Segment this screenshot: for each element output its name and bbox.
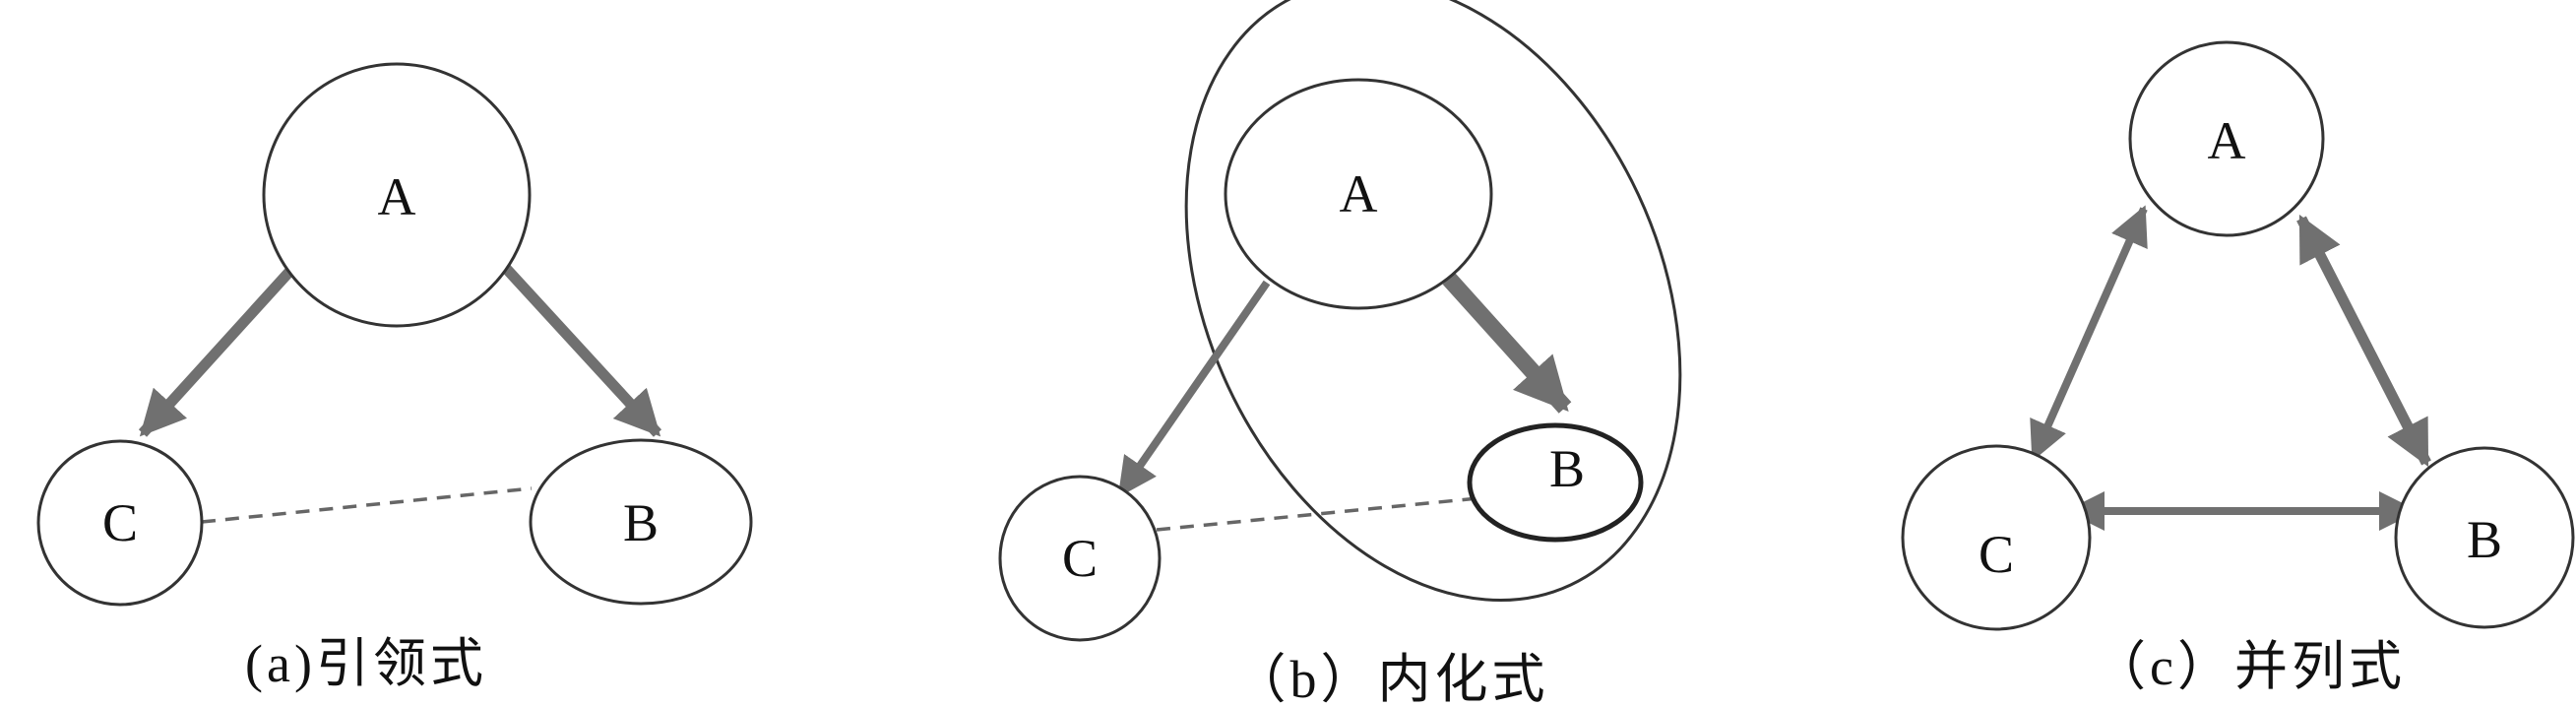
panel-b-node-c-label: C (1062, 529, 1098, 588)
panel-c-arrow-a-c (2030, 205, 2148, 462)
panel-b-node-a (1224, 78, 1493, 310)
panel-c-node-b (2394, 446, 2575, 629)
panel-b-arrow-a-to-b (1442, 273, 1572, 414)
panel-a-node-a-label: A (378, 167, 416, 226)
panel-c-node-a (2128, 40, 2325, 237)
panel-a-caption: (a)引领式 (245, 634, 487, 693)
panel-a-weak-link-c-b (201, 486, 533, 524)
panel-b-node-b (1467, 422, 1644, 543)
panel-c-node-c-label: C (1979, 525, 2014, 584)
panel-b-node-a-label: A (1340, 164, 1378, 224)
panel-c-node-c (1901, 444, 2092, 631)
panel-b-enclosing-boundary (1184, 0, 1682, 602)
panel-c-node-a-label: A (2208, 111, 2246, 170)
panel-b-node-b-label: B (1549, 439, 1585, 498)
panel-c-caption: （c）并列式 (2093, 637, 2406, 696)
panel-a-node-b-label: B (623, 493, 659, 552)
panel-a-node-a (262, 62, 532, 328)
panel-c: A C B （c）并列式 (1901, 40, 2575, 696)
panel-a-node-c-label: C (102, 493, 138, 552)
panel-a: A C B (a)引领式 (36, 62, 753, 693)
panel-a-arrow-a-to-c (138, 247, 313, 437)
panel-c-node-b-label: B (2467, 510, 2502, 569)
panel-a-arrow-a-to-b (485, 247, 662, 437)
panel-b-node-c (998, 475, 1162, 642)
panel-b-weak-link-c-b (1156, 495, 1489, 532)
panel-a-node-b (529, 438, 753, 606)
panel-a-node-c (36, 439, 204, 607)
panel-b-caption: （b）内化式 (1233, 650, 1549, 707)
panel-b-arrow-a-to-c (1116, 280, 1271, 498)
panel-b: A B C （b）内化式 (998, 0, 1682, 707)
panel-c-arrow-a-b (2296, 214, 2431, 468)
